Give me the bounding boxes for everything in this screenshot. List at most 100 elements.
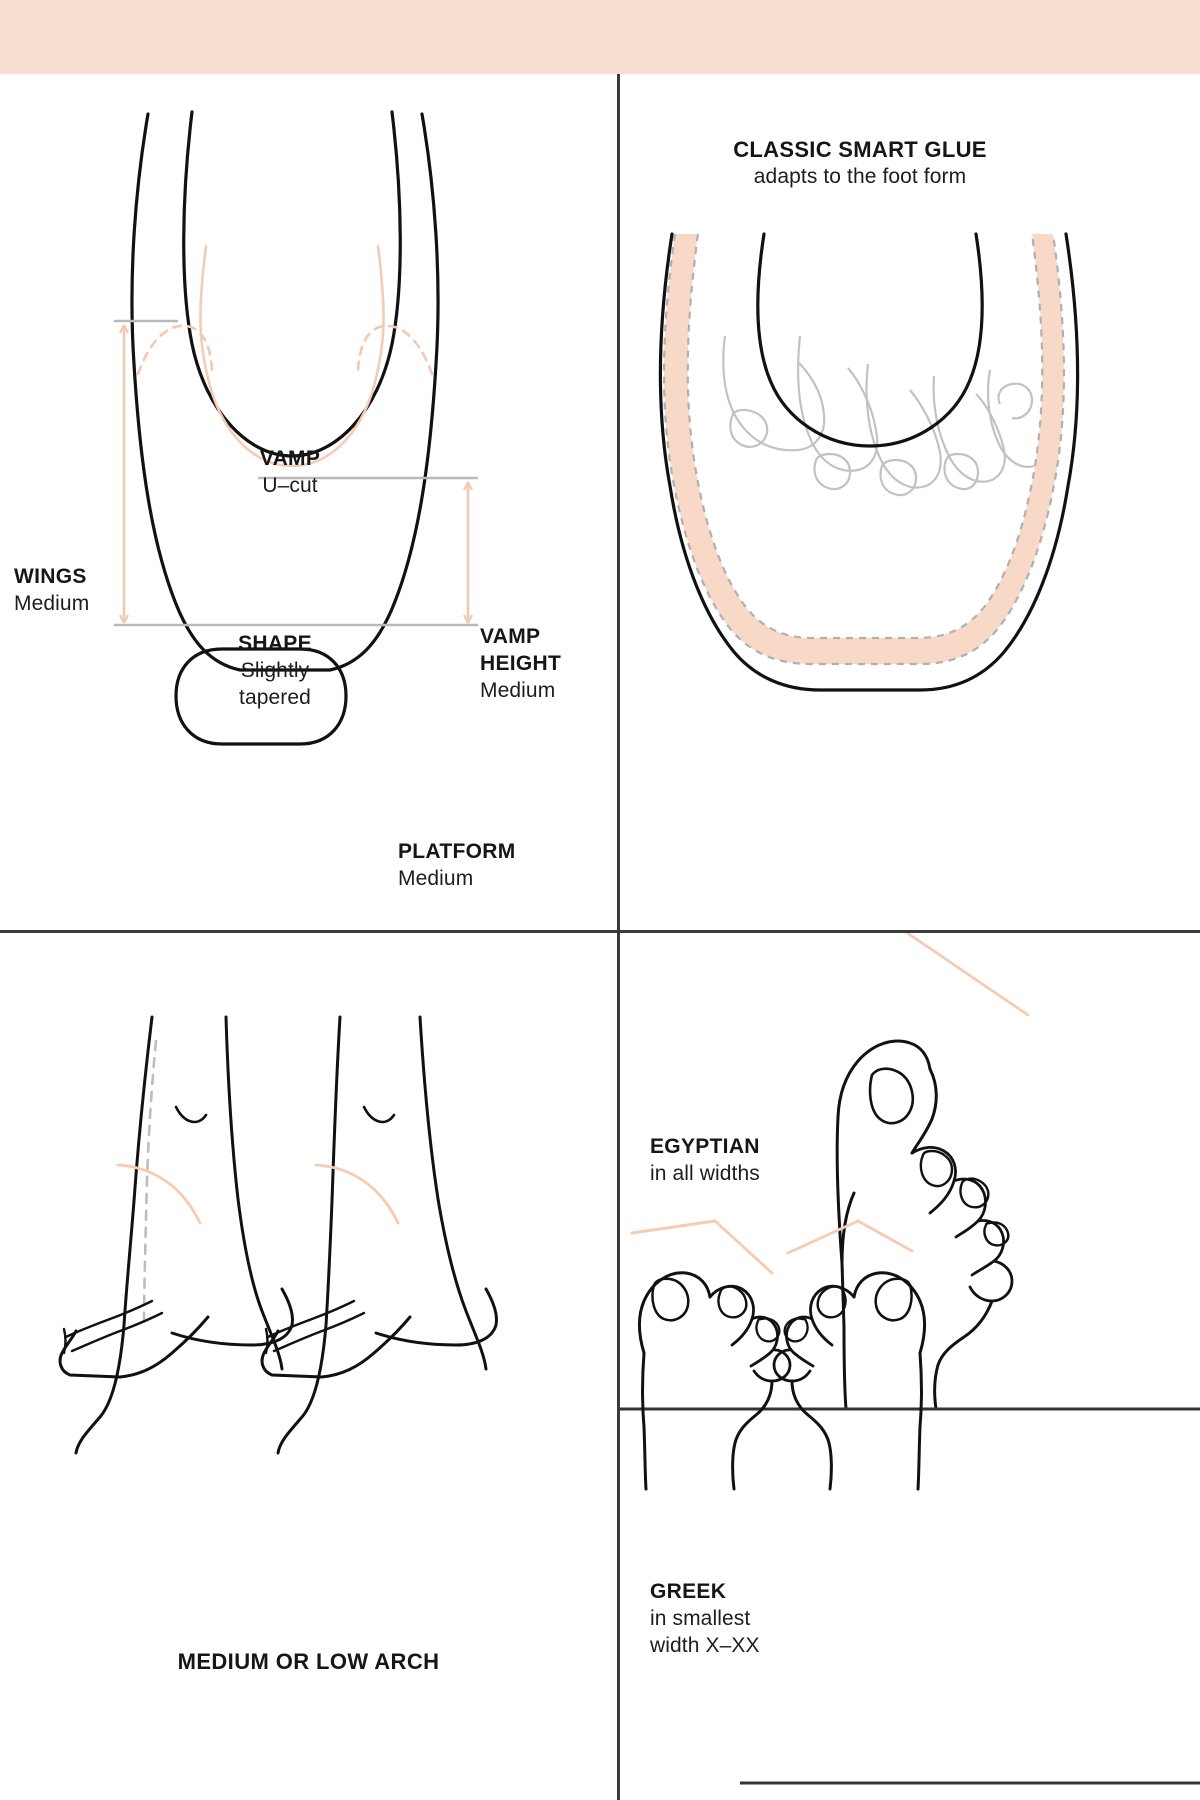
label-wings-title: WINGS	[14, 565, 87, 588]
greek-left-ankle-inner	[641, 1351, 648, 1491]
label-classic-smart-glue: CLASSIC SMART GLUE adapts to the foot fo…	[660, 136, 1060, 191]
left-leg-front-outline	[74, 1015, 154, 1455]
wing-dashed-right	[356, 324, 434, 376]
label-shape: SHAPE Slightly tapered	[170, 631, 380, 712]
greek-left-toe-2	[708, 1284, 755, 1347]
egyptian-foot-inner-edge	[835, 1039, 932, 1265]
label-glue-heading: CLASSIC SMART GLUE	[733, 137, 987, 162]
right-arch-accent	[314, 1163, 400, 1225]
greek-left-toe-4	[752, 1348, 792, 1383]
horizontal-divider	[0, 930, 1200, 933]
left-toe-line-2	[70, 1311, 164, 1353]
toe-fourth-nail	[943, 452, 980, 491]
label-platform-title: PLATFORM	[398, 840, 516, 863]
label-vamp-height-title-1: VAMP	[480, 625, 541, 648]
shoe-construction-illustration	[114, 110, 478, 746]
left-ankle-dashed-guide	[142, 1039, 158, 1327]
label-glue-subheading: adapts to the foot form	[753, 165, 967, 189]
toe-third-nail	[879, 458, 918, 497]
left-toe-tip	[62, 1327, 67, 1355]
egyptian-big-toe-nail	[868, 1067, 914, 1125]
egyptian-foot-arch	[840, 1191, 856, 1265]
label-shape-subtitle-2: tapered	[239, 685, 311, 709]
egyptian-toe-4	[970, 1219, 1005, 1277]
left-arch-accent	[116, 1163, 202, 1225]
egyptian-toe-4-nail	[983, 1221, 1010, 1247]
label-vamp-subtitle: U–cut	[262, 473, 318, 497]
label-vamp-height-title-2: HEIGHT	[480, 651, 562, 675]
egyptian-ankle-inner-lower	[842, 1325, 848, 1411]
egyptian-big-toe-outer	[910, 1067, 938, 1155]
label-greek-subtitle-2: width X–XX	[650, 1633, 760, 1657]
label-egyptian-subtitle: in all widths	[650, 1161, 760, 1185]
greek-right-ankle-inner	[916, 1351, 923, 1491]
egyptian-toe-3-nail	[959, 1177, 990, 1209]
greek-right-toe-3-nail	[783, 1317, 809, 1343]
right-toe-line-1	[266, 1299, 356, 1339]
egyptian-ankle-inner	[840, 1261, 846, 1329]
left-toe-line-1	[64, 1299, 154, 1339]
vamp-accent-line	[199, 244, 385, 468]
toe-second-outline	[797, 335, 879, 472]
label-vamp-height: VAMP HEIGHT Medium	[480, 624, 660, 705]
toe-fourth-outline	[932, 375, 1006, 483]
top-banner	[0, 0, 1200, 74]
left-ankle-bone	[174, 1105, 208, 1124]
toe-second-nail	[813, 452, 852, 491]
label-platform: PLATFORM Medium	[398, 839, 638, 893]
left-leg-back-outline	[224, 1015, 284, 1371]
label-shape-title: SHAPE	[238, 632, 312, 655]
greek-right-foot-outer	[790, 1379, 833, 1491]
right-leg-front-outline	[276, 1015, 342, 1455]
egyptian-slope-line	[904, 933, 1030, 1017]
greek-right-big-toe-nail	[874, 1277, 913, 1322]
label-vamp-height-subtitle: Medium	[480, 678, 556, 702]
vertical-divider	[617, 74, 620, 1800]
platform-outline	[174, 647, 348, 746]
right-heel-outline	[374, 1287, 498, 1347]
quadrant-shoe-construction: VAMP U–cut WINGS Medium SHAPE Slightly t…	[0, 74, 617, 930]
wings-measure-arrows	[119, 324, 129, 624]
glue-band-outer-dashed	[662, 233, 1066, 666]
greek-slope-line-right	[786, 1219, 914, 1255]
greek-right-foot-inner	[852, 1271, 926, 1355]
shoe-outer-outline	[130, 112, 440, 672]
label-greek-subtitle-1: in smallest	[650, 1606, 751, 1630]
egyptian-toe-2-nail	[919, 1149, 954, 1188]
greek-slope-line-left	[630, 1219, 774, 1275]
toe-shape-illustration	[620, 933, 1200, 1785]
vamp-ucut-outline	[182, 110, 402, 458]
smart-glue-illustration	[658, 232, 1080, 692]
vamp-height-measure-arrows	[463, 481, 473, 624]
label-shape-subtitle-1: Slightly	[240, 658, 310, 682]
egyptian-toe-5	[968, 1259, 1014, 1303]
egyptian-toe-2	[910, 1146, 957, 1215]
label-vamp-title: VAMP	[259, 447, 321, 470]
greek-left-foot-inner	[638, 1271, 712, 1355]
label-egyptian-title: EGYPTIAN	[650, 1135, 760, 1158]
greek-right-toe-4	[772, 1348, 812, 1383]
label-greek: GREEK in smallest width X–XX	[650, 1579, 870, 1660]
label-wings: WINGS Medium	[14, 564, 154, 618]
label-vamp: VAMP U–cut	[180, 446, 400, 500]
right-leg-back-outline	[418, 1015, 488, 1371]
quadrant-toe-shape: EGYPTIAN in all widths GREEK in smallest…	[620, 933, 1200, 1800]
glue-shoe-vamp-cut	[756, 232, 984, 448]
egyptian-foot-outer-edge	[933, 1299, 994, 1411]
quadrant-smart-glue: CLASSIC SMART GLUE adapts to the foot fo…	[620, 74, 1200, 930]
label-wings-subtitle: Medium	[14, 591, 90, 615]
right-toe-line-2	[272, 1311, 366, 1353]
quadrant-arch-type: MEDIUM OR LOW ARCH	[0, 933, 617, 1800]
toe-fifth-outline	[986, 369, 1035, 468]
right-ankle-bone	[362, 1105, 396, 1124]
label-arch-caption: MEDIUM OR LOW ARCH	[0, 1648, 617, 1676]
greek-left-foot-outer	[731, 1379, 774, 1491]
glue-band-inner-dashed	[686, 233, 1044, 640]
label-egyptian: EGYPTIAN in all widths	[650, 1134, 870, 1188]
greek-left-big-toe-nail	[651, 1277, 690, 1322]
greek-right-toe-2	[809, 1284, 856, 1347]
arch-illustration	[58, 1015, 498, 1455]
greek-left-toe-2-nail	[717, 1285, 748, 1319]
toe-fifth-nail	[997, 382, 1034, 420]
